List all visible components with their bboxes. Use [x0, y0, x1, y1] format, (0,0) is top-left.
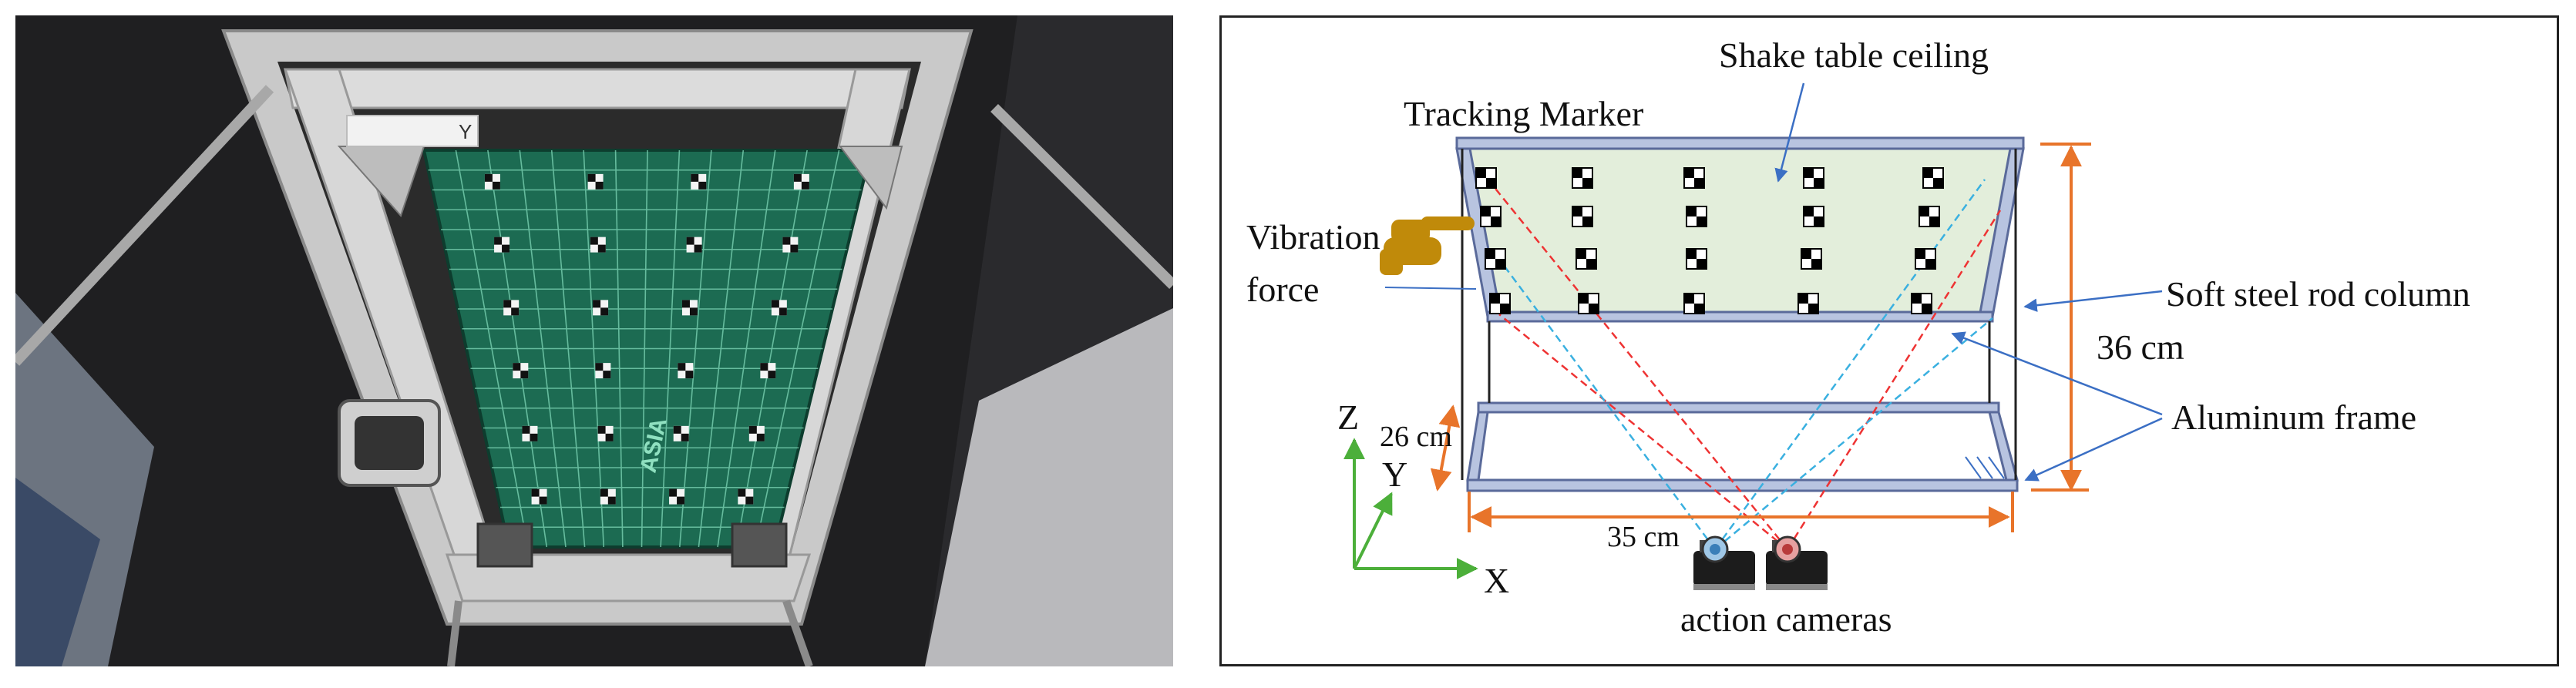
label-depth-26cm: 26 cm [1380, 421, 1452, 453]
soft-steel-rod-columns [1461, 149, 2017, 480]
photo-marker-icon [503, 300, 520, 316]
action-camera-icon [1693, 535, 1755, 590]
photo-marker-icon [484, 173, 500, 190]
tracking-marker-icon [1683, 167, 1705, 189]
tracking-marker-icon [1915, 248, 1936, 270]
tracking-marker-icon [1683, 293, 1705, 314]
base-hatching [1965, 456, 2005, 479]
tracking-marker-icon [1686, 248, 1707, 270]
plate-tracking-markers [484, 173, 809, 505]
tracking-marker-icon [1911, 293, 1932, 314]
photo-marker-icon [587, 173, 604, 190]
photo-marker-icon [531, 488, 547, 505]
sight-line [1786, 210, 2002, 550]
tracking-marker-icon [1803, 167, 1824, 189]
photo-marker-icon [678, 363, 694, 379]
action-camera-icon [1766, 535, 1828, 590]
photo-marker-icon [782, 237, 799, 253]
photo-marker-icon [494, 237, 510, 253]
tracking-marker-icon [1801, 248, 1822, 270]
plate-grid-lines [428, 149, 866, 548]
sight-line [1490, 248, 1717, 550]
axis-label-x: X [1484, 561, 1510, 600]
sight-line [1498, 314, 1788, 550]
photo-marker-icon [513, 363, 529, 379]
label-height-36cm: 36 cm [2097, 327, 2184, 367]
photo-marker-icon [771, 300, 787, 316]
label-aluminum-frame: Aluminum frame [2171, 398, 2417, 437]
photo-sticker-label: Y [459, 120, 472, 143]
photo-marker-icon [760, 363, 776, 379]
photo-marker-icon [600, 488, 616, 505]
sight-line [1714, 317, 1993, 550]
photo-panel: Y ASIA [15, 15, 1173, 666]
tracking-marker-icon [1485, 248, 1506, 270]
tracking-marker-icon [1686, 206, 1707, 227]
pointing-hand-icon [1380, 216, 1475, 275]
schematic-diagram-panel: Shake table ceiling Tracking Marker Vibr… [1219, 15, 2559, 666]
tracking-marker-icon [1803, 206, 1824, 227]
label-width-35cm: 35 cm [1607, 521, 1680, 553]
tracking-markers [1475, 167, 1944, 314]
tracking-marker-icon [1922, 167, 1944, 189]
axis-label-y: Y [1382, 455, 1408, 494]
aluminum-frame [1455, 136, 2025, 492]
shake-table-photo: Y ASIA [15, 15, 1173, 666]
tracking-marker-icon [1480, 206, 1502, 227]
label-soft-steel-rod-column: Soft steel rod column [2166, 274, 2470, 314]
dimension-lines [1430, 143, 2091, 532]
photo-marker-icon [748, 425, 765, 441]
axis-label-z: Z [1337, 398, 1360, 437]
photo-marker-icon [597, 425, 614, 441]
tracking-marker-icon [1572, 206, 1593, 227]
photo-marker-icon [673, 425, 689, 441]
tracking-marker-icon [1578, 293, 1599, 314]
tracking-marker-icon [1475, 167, 1497, 189]
tracking-marker-icon [1797, 293, 1819, 314]
photo-marker-icon [590, 237, 606, 253]
photo-marker-icon [681, 300, 698, 316]
label-tracking-marker: Tracking Marker [1404, 94, 1644, 133]
photo-marker-icon [595, 363, 611, 379]
coordinate-axes [1343, 438, 1478, 579]
photo-marker-icon [669, 488, 685, 505]
label-shake-table-ceiling: Shake table ceiling [1719, 35, 1989, 75]
photo-marker-icon [793, 173, 809, 190]
label-action-cameras: action cameras [1680, 599, 1892, 639]
label-force: force [1246, 270, 1320, 309]
leader-arrows [1774, 82, 2163, 482]
photo-marker-icon [738, 488, 754, 505]
photo-marker-icon [691, 173, 707, 190]
ceiling-plate [1457, 144, 2023, 317]
photo-marker-icon [686, 237, 702, 253]
tracking-marker-icon [1572, 167, 1593, 189]
sight-line [1485, 176, 1788, 550]
photo-marker-icon [593, 300, 609, 316]
tracking-marker-icon [1489, 293, 1511, 314]
schematic-diagram [1343, 82, 2163, 590]
sight-line [1713, 179, 1986, 550]
tracking-marker-icon [1576, 248, 1597, 270]
photo-marker-icon [522, 425, 538, 441]
label-vibration: Vibration [1246, 217, 1380, 257]
tracking-marker-icon [1919, 206, 1940, 227]
camera-sight-lines [1485, 176, 2002, 550]
